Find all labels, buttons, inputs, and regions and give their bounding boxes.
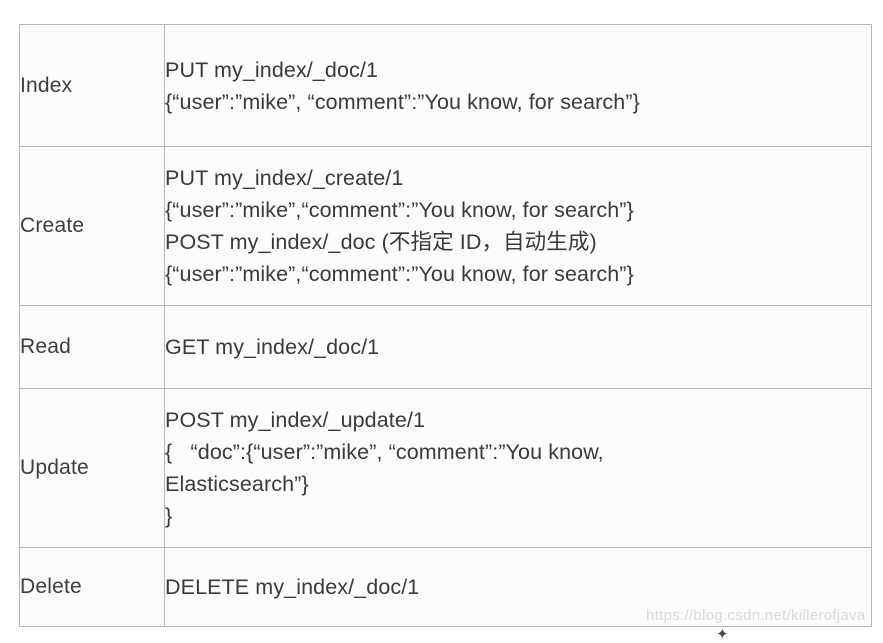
table-row: Create PUT my_index/_create/1 {“user”:”m… — [19, 146, 872, 306]
detail-line: {“user”:”mike”, “comment”:”You know, for… — [165, 89, 640, 114]
detail-line: POST my_index/_update/1 — [165, 408, 426, 432]
detail-line: {“user”:”mike”,“comment”:”You know, for … — [165, 198, 634, 222]
detail-line: GET my_index/_doc/1 — [165, 335, 380, 359]
detail-line: {“user”:”mike”,“comment”:”You know, for … — [165, 262, 634, 286]
operation-label-update: Update — [19, 388, 165, 548]
table-row: Index PUT my_index/_doc/1 {“user”:”mike”… — [19, 24, 872, 147]
table-row: Update POST my_index/_update/1 { “doc”:{… — [19, 388, 872, 548]
table-row: Read GET my_index/_doc/1 — [19, 305, 872, 389]
table-body: Index PUT my_index/_doc/1 {“user”:”mike”… — [19, 24, 872, 627]
detail-line: DELETE my_index/_doc/1 — [165, 575, 420, 599]
detail-line: PUT my_index/_create/1 — [165, 166, 404, 190]
operation-detail-create: PUT my_index/_create/1 {“user”:”mike”,“c… — [164, 146, 872, 306]
detail-line: POST my_index/_doc (不指定 ID，自动生成) — [165, 230, 597, 254]
operation-label-create: Create — [19, 146, 165, 306]
detail-line: Elasticsearch”} — [165, 472, 309, 496]
cursor-marker-icon: ✦ — [716, 626, 729, 643]
detail-line: PUT my_index/_doc/1 — [165, 57, 379, 82]
operation-label-delete: Delete — [19, 547, 165, 627]
operation-detail-delete: DELETE my_index/_doc/1 — [164, 547, 872, 627]
crud-operations-table: Index PUT my_index/_doc/1 {“user”:”mike”… — [19, 24, 872, 627]
operation-detail-update: POST my_index/_update/1 { “doc”:{“user”:… — [164, 388, 872, 548]
operation-label-read: Read — [19, 305, 165, 389]
table-row: Delete DELETE my_index/_doc/1 — [19, 547, 872, 627]
operation-label-index: Index — [19, 24, 165, 147]
detail-line: { “doc”:{“user”:”mike”, “comment”:”You k… — [165, 440, 604, 464]
operation-detail-read: GET my_index/_doc/1 — [164, 305, 872, 389]
detail-line: } — [165, 504, 173, 528]
operation-detail-index: PUT my_index/_doc/1 {“user”:”mike”, “com… — [164, 24, 872, 147]
